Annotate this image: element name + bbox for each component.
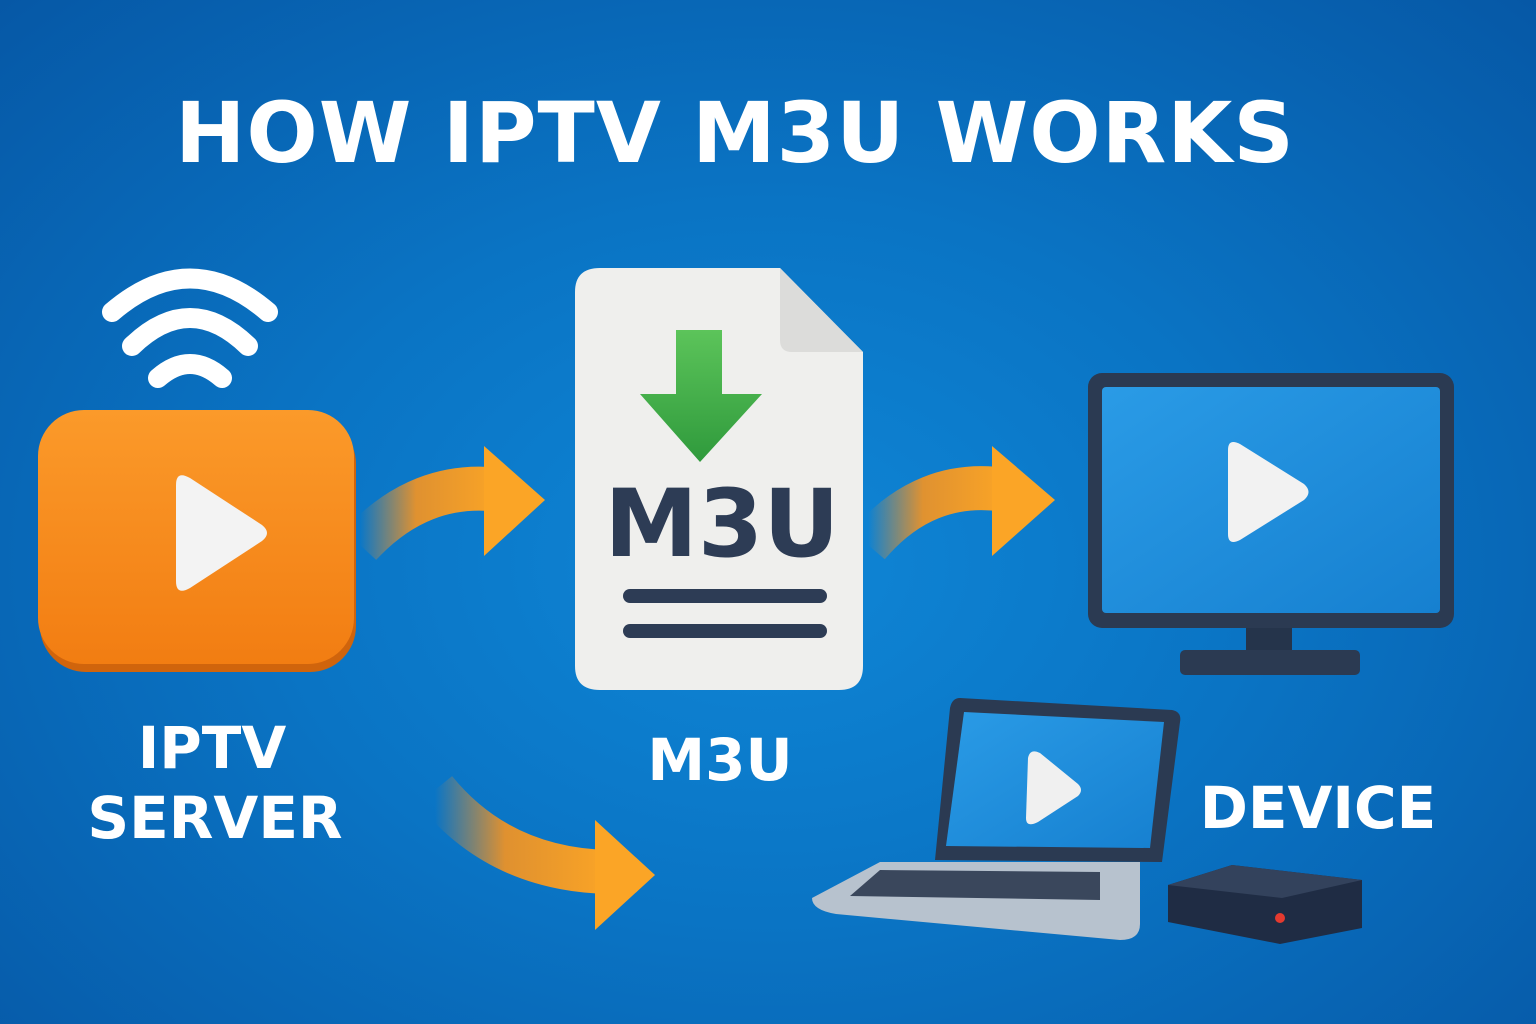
tv-monitor-icon [1088, 373, 1454, 675]
set-top-box-icon [1168, 865, 1362, 944]
download-arrow-icon [640, 330, 762, 462]
play-icon [1026, 751, 1081, 825]
m3u-file-icon: M3U [575, 268, 863, 690]
page-title: HOW IPTV M3U WORKS [175, 84, 1295, 182]
m3u-label: M3U [647, 726, 792, 794]
device-label: DEVICE [1200, 774, 1436, 842]
server-label-line1: IPTV [138, 714, 287, 782]
play-icon [176, 475, 267, 591]
arrow-server-to-devices [417, 775, 655, 930]
arrow-m3u-to-tv [851, 446, 1055, 560]
m3u-file-text: M3U [604, 470, 839, 579]
iptv-server-icon [38, 410, 356, 672]
arrow-server-to-m3u [343, 446, 545, 561]
wifi-icon [102, 268, 278, 388]
laptop-icon [812, 698, 1181, 940]
play-icon [1228, 442, 1309, 542]
server-label-line2: SERVER [87, 784, 342, 852]
